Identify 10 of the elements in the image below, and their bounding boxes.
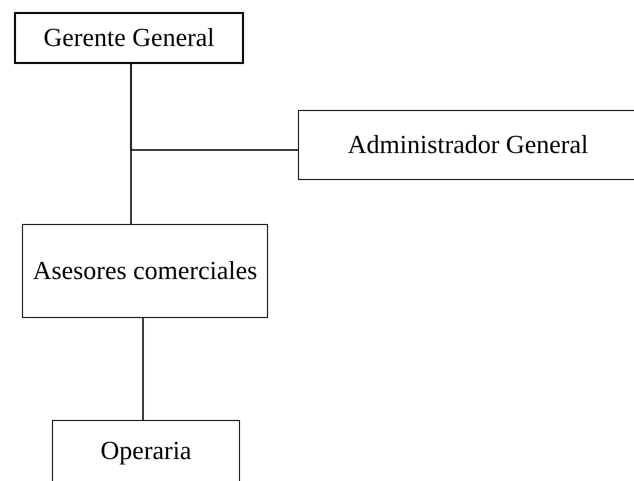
role-title: Gerente General	[43, 22, 215, 54]
role-title: Asesores comerciales	[32, 254, 258, 287]
role-title: Administrador General	[348, 128, 588, 161]
org-box	[52, 420, 240, 481]
org-box	[298, 110, 634, 180]
org-box	[14, 12, 244, 64]
org-box	[22, 224, 268, 318]
connector-line	[142, 318, 144, 420]
role-title: Operaria	[100, 434, 192, 467]
connector-line	[130, 64, 298, 151]
